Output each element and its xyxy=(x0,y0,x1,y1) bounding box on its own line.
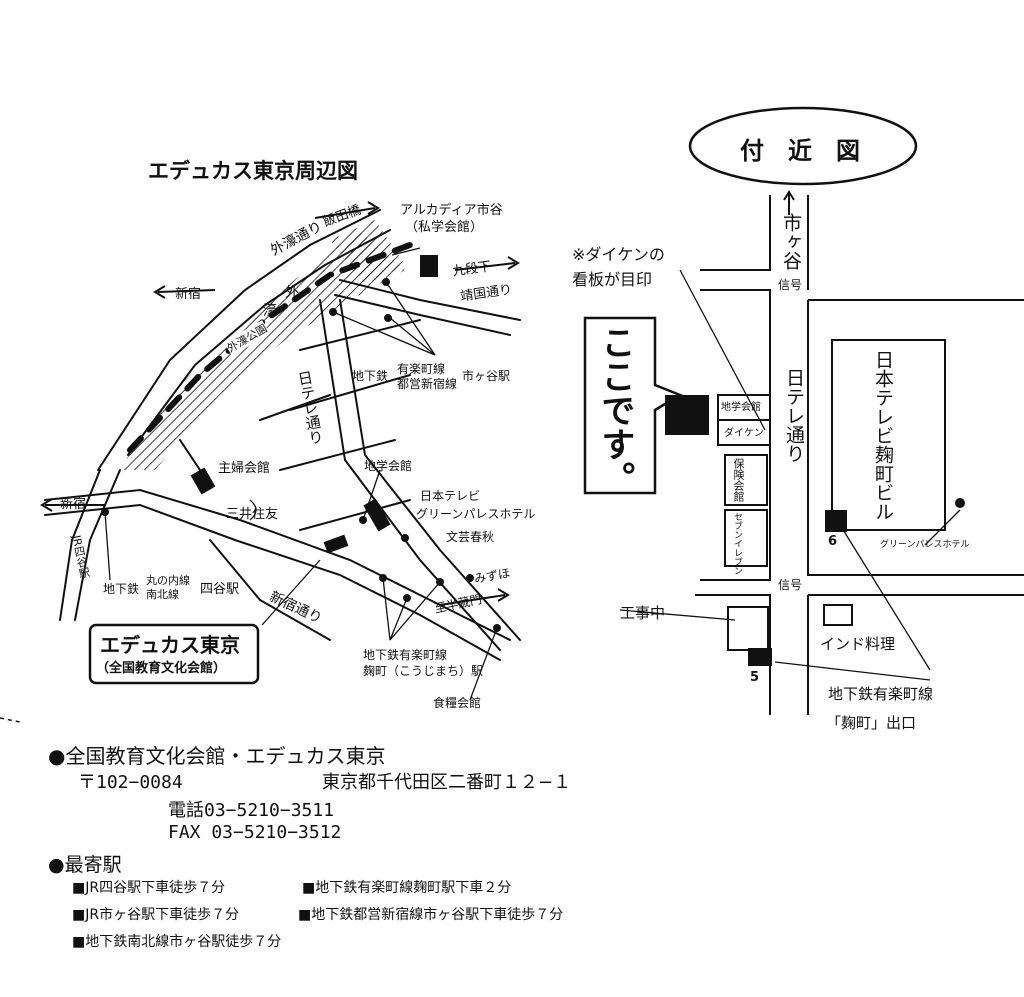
label-nanboku: 南北線 xyxy=(146,588,179,601)
label-seven: セブンイレブン xyxy=(732,512,742,575)
info-postal: 〒102−0084 xyxy=(78,772,183,793)
ntv-dori-1 xyxy=(319,299,501,651)
info-tel: 電話03−5210−3511 xyxy=(168,800,335,821)
station-item: ■地下鉄南北線市ヶ谷駅徒歩７分 xyxy=(72,934,282,950)
info-address: 東京都千代田区二番町１２−１ xyxy=(322,772,572,793)
label-shinjuku-left: 新宿 xyxy=(60,497,87,512)
label-kojimachi-sub1: 地下鉄有楽町線 xyxy=(363,648,448,662)
left-leaders xyxy=(104,247,498,701)
label-arcadia-sub: （私学会館） xyxy=(405,220,484,235)
exit5-block xyxy=(748,648,772,666)
street-4 xyxy=(299,499,411,531)
jr-rail xyxy=(127,242,413,453)
info-heading-facility: ●全国教育文化会館・エデュカス東京 xyxy=(48,744,386,768)
right-leaders xyxy=(619,269,961,681)
right-buildings xyxy=(665,395,965,666)
label-construction: 工事中 xyxy=(620,604,666,622)
label-marunouchi: 丸の内線 xyxy=(146,574,190,587)
educas-box-title: エデュカス東京 xyxy=(100,633,240,657)
shinjuku-dori-1 xyxy=(44,488,511,641)
street-3 xyxy=(279,439,396,471)
educas-bldg xyxy=(323,534,349,554)
info-heading-stations: ●最寄駅 xyxy=(48,854,122,876)
label-hoken: 保険会館 xyxy=(732,458,745,502)
shinjuku-dori-2 xyxy=(44,503,501,661)
label-exit5: 5 xyxy=(750,670,760,685)
street-1 xyxy=(299,319,421,351)
sotobori-road-inner xyxy=(127,229,391,456)
jr-yotsuya-1 xyxy=(74,469,121,621)
label-arcadia: アルカディア市谷 xyxy=(400,203,503,218)
street-2 xyxy=(289,374,411,411)
fukinzu-ellipse xyxy=(688,106,918,186)
label-signal-top: 信号 xyxy=(778,278,803,292)
ichigaya-arrow xyxy=(783,190,795,215)
mizuho-dot xyxy=(466,574,474,582)
label-subway2: 「麹町」出口 xyxy=(826,714,917,732)
label-yurakucho-line: 有楽町線 xyxy=(397,362,446,376)
station-item: ■JR四谷駅下車徒歩７分 xyxy=(72,880,226,896)
label-indian: インド料理 xyxy=(820,635,896,653)
shufu-bldg xyxy=(190,467,216,495)
label-soto: 外 xyxy=(285,285,299,301)
label-subway1: 地下鉄有楽町線 xyxy=(828,685,934,703)
label-ichigaya-st: 市ヶ谷駅 xyxy=(462,369,511,383)
info-fax: FAX 03−5210−3512 xyxy=(168,822,342,843)
educas-block xyxy=(665,395,709,435)
station-item: ■JR市ヶ谷駅下車徒歩７分 xyxy=(72,907,240,923)
label-yotsuya-st: 四谷駅 xyxy=(200,582,240,597)
label-right-green-palace: グリーンパレスホテル xyxy=(880,540,970,550)
label-kojimachi-sub2: 麹町（こうじまち）駅 xyxy=(363,664,484,678)
label-bungeisha: 文芸春秋 xyxy=(446,530,495,544)
edge-mark xyxy=(0,717,21,723)
station-item: ■地下鉄都営新宿線市ヶ谷駅下車徒歩７分 xyxy=(298,907,564,923)
street-5 xyxy=(259,394,331,421)
dot-a xyxy=(401,534,409,542)
label-exit6: 6 xyxy=(828,534,838,549)
educas-box-frame xyxy=(88,623,260,685)
label-right-ntv-dori: 日テレ通り xyxy=(783,368,805,463)
label-chigaku: 地学会館 xyxy=(364,459,413,473)
label-shinjuku-top: 新宿 xyxy=(175,287,202,302)
label-ntv-bldg: 日本テレビ麹町ビル xyxy=(872,350,894,521)
label-green-palace: グリーンパレスホテル xyxy=(416,507,536,521)
road-shufu xyxy=(179,439,201,471)
right-map-title: 付 近 図 xyxy=(740,137,860,165)
label-subway-marunouchi: 地下鉄 xyxy=(103,582,140,596)
label-toei-line: 都営新宿線 xyxy=(397,377,458,391)
label-ichigaya: 市ヶ谷 xyxy=(780,213,802,270)
yasukuni-road-2 xyxy=(334,294,511,336)
left-arrows xyxy=(40,201,520,606)
road-lower xyxy=(209,539,331,641)
moat-area xyxy=(118,232,405,470)
label-shokuryo: 食糧会館 xyxy=(433,696,482,710)
label-shufu: 主婦会館 xyxy=(218,461,271,476)
sotobori-road-outer xyxy=(97,209,381,471)
green-palace-dot xyxy=(955,498,965,508)
right-roads xyxy=(695,195,1024,715)
koko-text: ここです。 xyxy=(595,325,635,495)
label-daiken: ダイケン xyxy=(724,428,764,439)
ntv-bldg xyxy=(363,498,391,532)
label-mitsui: 三井住友 xyxy=(226,507,279,522)
label-subway: 地下鉄 xyxy=(352,369,389,383)
station-dot-2 xyxy=(384,314,392,322)
label-bori: 濠 xyxy=(263,303,277,319)
exit6-block xyxy=(825,510,847,532)
left-map-title: エデュカス東京周辺図 xyxy=(148,159,358,183)
station-item: ■地下鉄有楽町線麹町駅下車２分 xyxy=(302,880,512,896)
note-line1: ※ダイケンの xyxy=(572,245,665,264)
jr-yotsuya-2 xyxy=(59,469,101,621)
educas-box-sub: （全国教育文化会館） xyxy=(96,661,227,676)
label-ntv: 日本テレビ xyxy=(420,489,481,503)
moat-area-2 xyxy=(330,220,405,285)
left-roads xyxy=(44,209,521,661)
note-line2: 看板が目印 xyxy=(572,270,653,289)
label-signal-bottom: 信号 xyxy=(778,578,803,592)
arcadia-bldg xyxy=(420,255,438,277)
label-right-chigaku: 地学会館 xyxy=(721,402,761,413)
yasukuni-road-1 xyxy=(339,279,521,321)
